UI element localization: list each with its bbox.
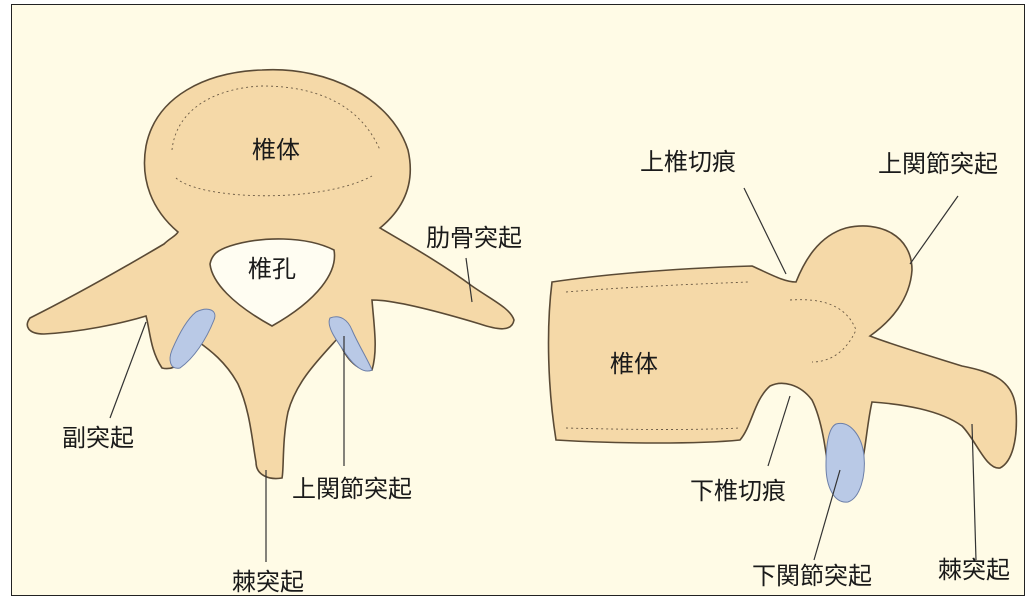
label-superior-articular-process-right: 上関節突起 xyxy=(878,150,998,178)
label-vertebral-body-lateral: 椎体 xyxy=(610,350,658,378)
leader-inferior-vertebral-notch xyxy=(768,396,790,466)
label-inferior-articular-process: 下関節突起 xyxy=(752,562,872,590)
label-spinous-process-left: 棘突起 xyxy=(232,568,304,596)
label-costal-process: 肋骨突起 xyxy=(426,224,522,252)
label-superior-articular-process-left: 上関節突起 xyxy=(292,475,412,503)
leader-superior-articular-process-right xyxy=(910,196,958,264)
label-accessory-process: 副突起 xyxy=(62,424,134,452)
label-superior-vertebral-notch: 上椎切痕 xyxy=(640,148,736,176)
leader-superior-vertebral-notch xyxy=(744,188,786,274)
label-vertebral-foramen: 椎孔 xyxy=(248,255,296,283)
label-inferior-vertebral-notch: 下椎切痕 xyxy=(690,477,786,505)
label-spinous-process-right: 棘突起 xyxy=(938,556,1010,584)
leader-accessory-process xyxy=(110,322,146,418)
label-vertebral-body-superior: 椎体 xyxy=(252,136,300,164)
leader-inferior-articular-process xyxy=(814,470,840,560)
